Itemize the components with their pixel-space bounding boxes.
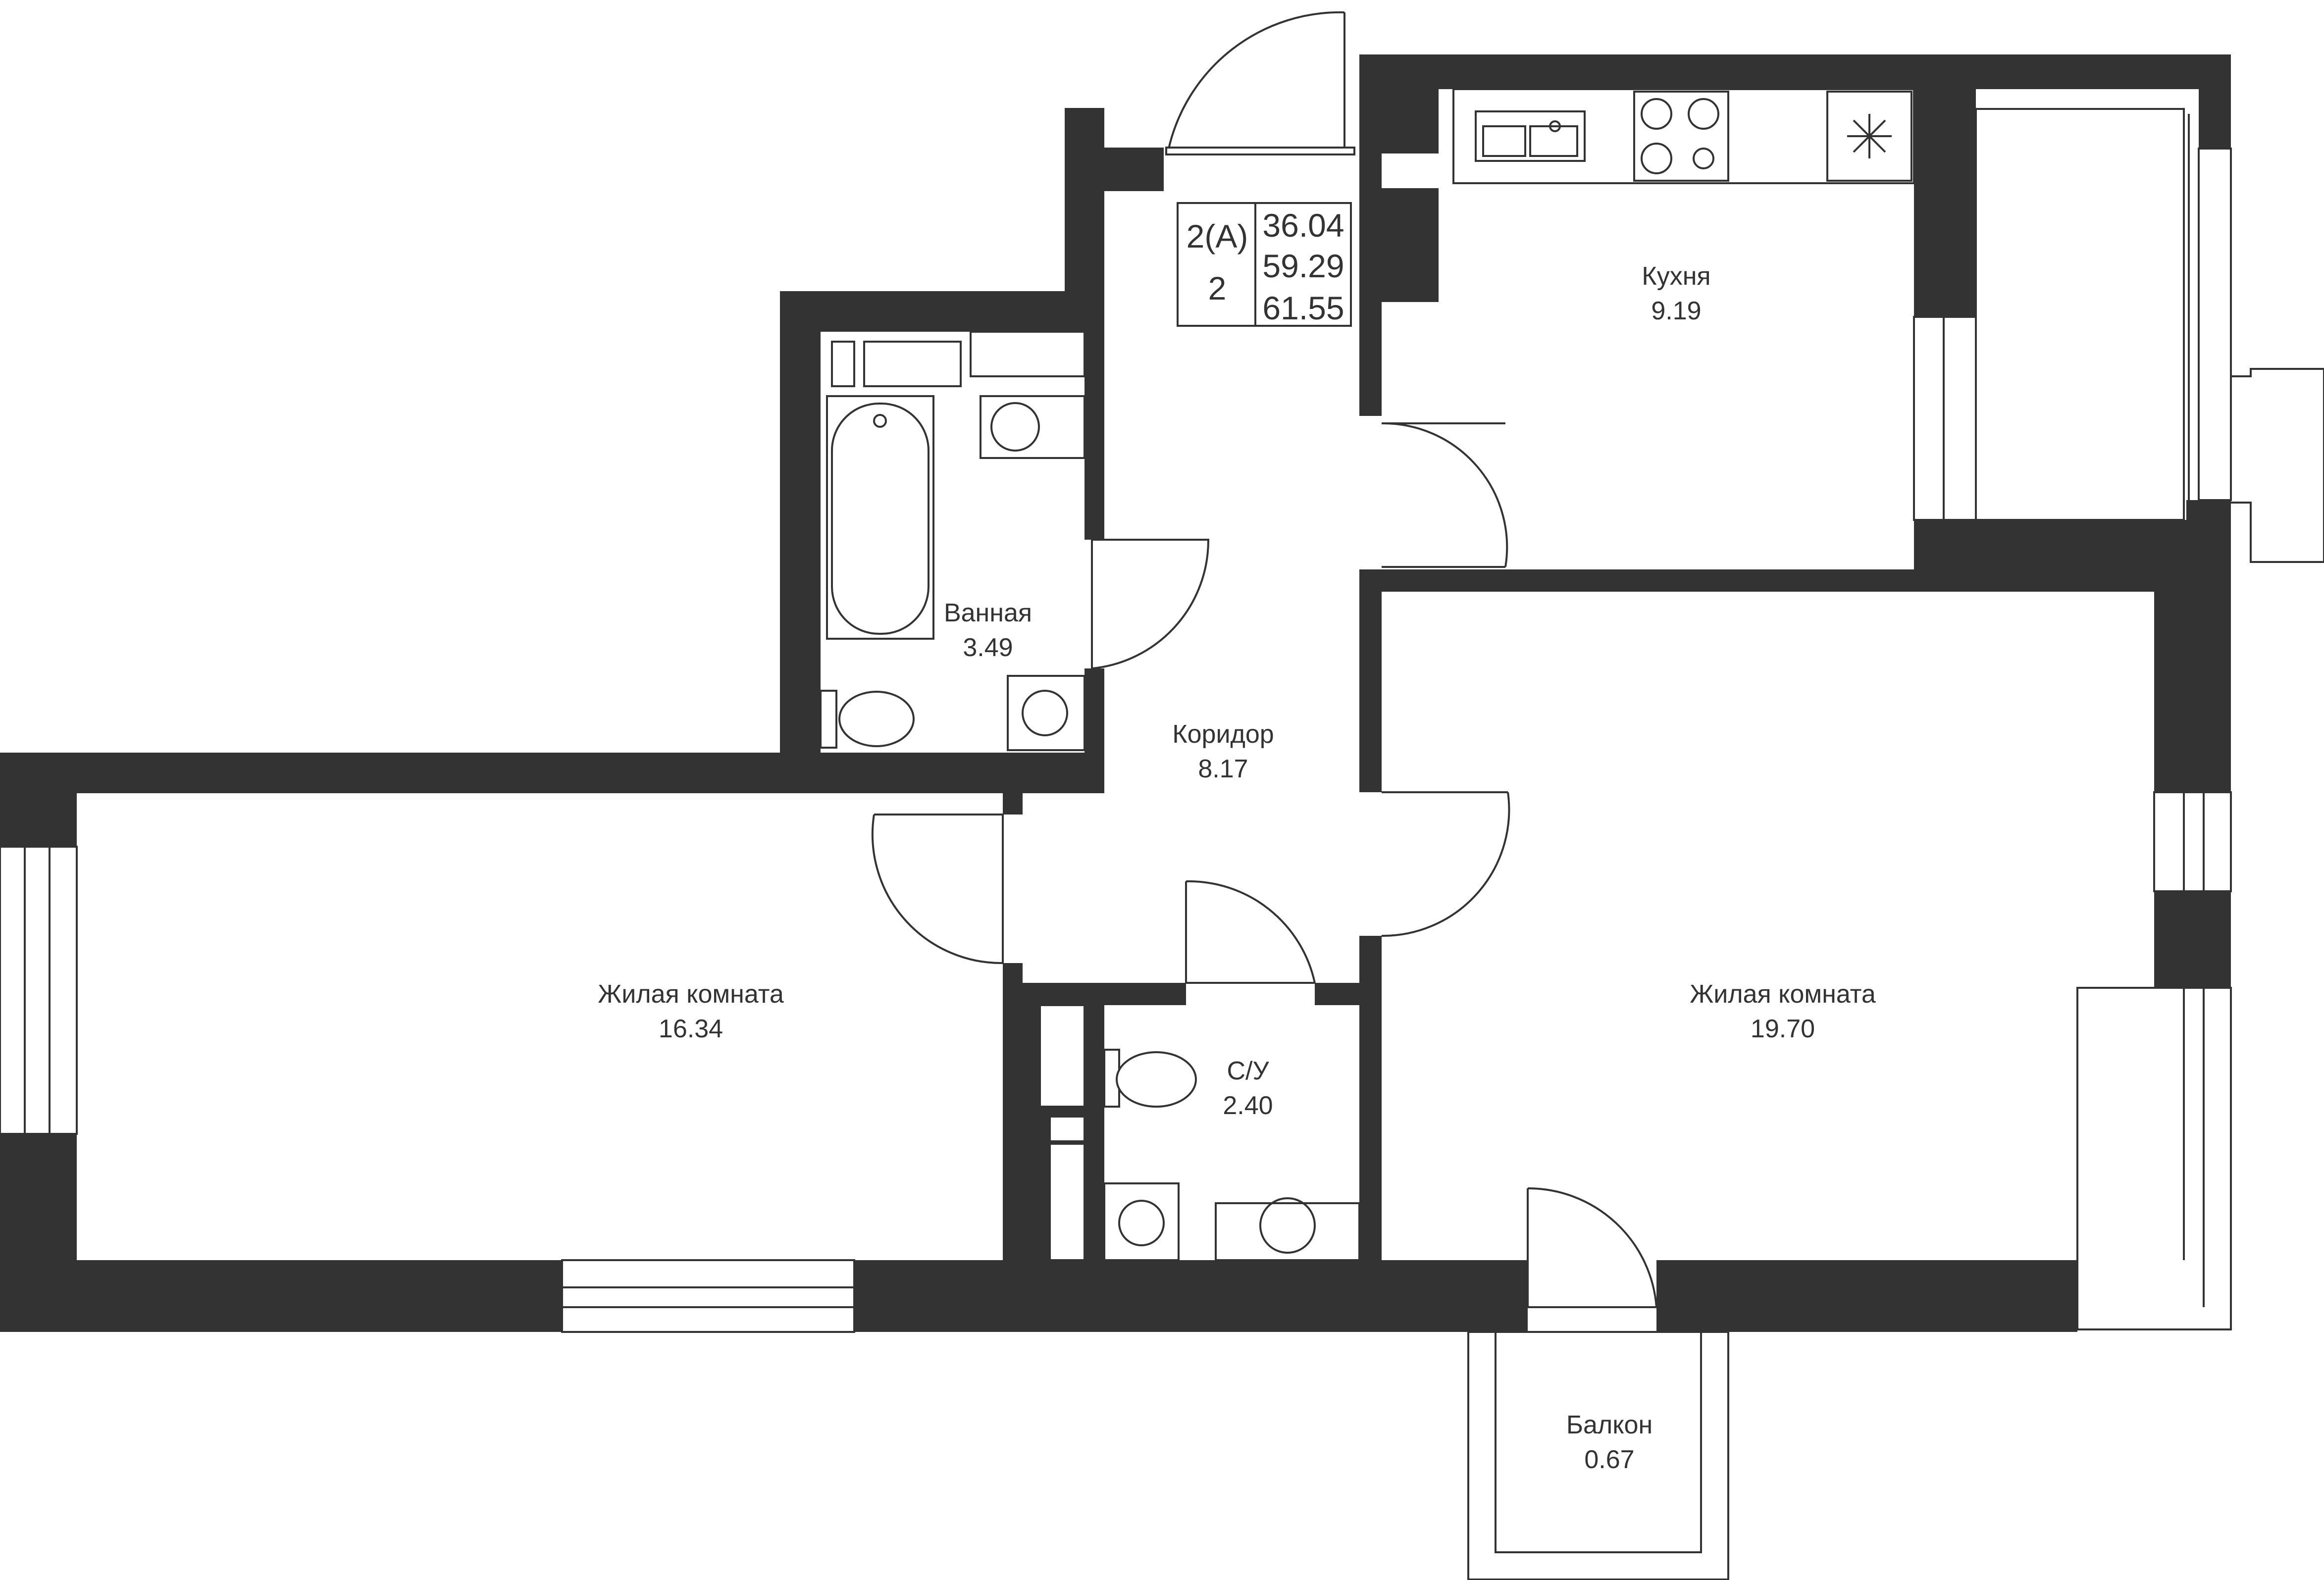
- apartment-rooms: 2: [1208, 270, 1227, 306]
- corridor-name: Коридор: [1172, 720, 1274, 749]
- balcony-area: 0.67: [1584, 1445, 1634, 1474]
- toilet-room-sink-icon: [1215, 1202, 1360, 1261]
- living-room-right-area: 19.70: [1751, 1015, 1815, 1043]
- windows: [0, 108, 2324, 1333]
- bathroom-name: Ванная: [944, 599, 1032, 627]
- apartment-info: 2(A) 2 36.04 59.29 61.55: [1177, 202, 1352, 327]
- toilet-room-toilet-icon: [1103, 1049, 1197, 1108]
- living-room-left-area: 16.34: [659, 1015, 723, 1043]
- balcony-outline: [1467, 1331, 1729, 1580]
- living-area: 36.04: [1262, 207, 1344, 244]
- balcony-name: Балкон: [1566, 1411, 1653, 1439]
- corridor-area: 8.17: [1198, 755, 1248, 783]
- walls: [0, 54, 2231, 1332]
- living-room-left-name: Жилая комната: [598, 980, 784, 1009]
- kitchen-name: Кухня: [1642, 262, 1710, 291]
- washing-machine-icon: [1007, 675, 1085, 751]
- doors: [871, 11, 1657, 1308]
- toilet-area: 2.40: [1223, 1091, 1273, 1120]
- washbasin-icon: [980, 395, 1085, 459]
- stove-icon: [1633, 91, 1729, 182]
- bathroom-area: 3.49: [963, 633, 1013, 662]
- bathtub-icon: [826, 395, 934, 640]
- total-area-with-balcony: 61.55: [1262, 290, 1344, 326]
- total-area: 59.29: [1262, 248, 1344, 284]
- toilet-icon: [820, 690, 915, 749]
- kitchen-area: 9.19: [1651, 297, 1701, 325]
- living-room-right-name: Жилая комната: [1690, 980, 1876, 1009]
- toilet-room-washing-machine-icon: [1103, 1182, 1180, 1261]
- apartment-type: 2(A): [1187, 218, 1248, 255]
- room-labels: Кухня 9.19 Ванная 3.49 Коридор 8.17 Жила…: [598, 262, 1876, 1474]
- toilet-name: С/У: [1227, 1057, 1269, 1085]
- fixtures: [820, 88, 1915, 1261]
